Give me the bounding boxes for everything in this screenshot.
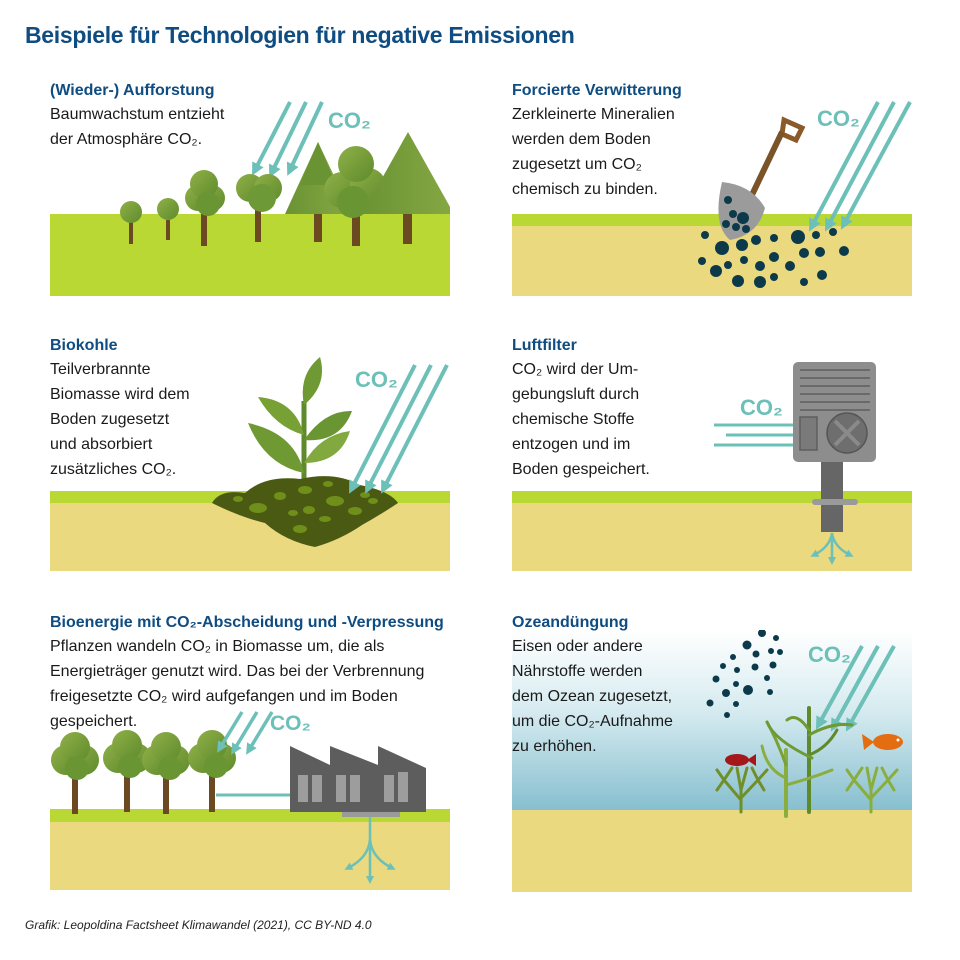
pine-tree-icon [362,132,450,244]
panel-luftfilter: Luftfilter CO₂ wird der Um- gebungsluft … [512,335,912,482]
panel-title: Forcierte Verwitterung [512,82,682,99]
sea-floor [512,810,912,892]
factory-icon [290,746,426,817]
tree-icon [324,146,386,246]
tree-icon [236,174,282,242]
panel-beccs: Bioenergie mit CO₂-Abscheidung und -Verp… [50,612,480,734]
plant-biochar-illustration: CO₂ [50,357,450,571]
panel-title: Luftfilter [512,337,577,354]
coral-icon [715,766,769,814]
co2-airflow-lines [714,423,797,447]
seaweed-icon [760,706,854,818]
tree-icon [51,732,99,814]
co2-label: CO₂ [270,712,311,735]
air-filter-machine-icon [793,362,876,532]
soil-layer [50,822,450,890]
panel-description: CO₂ wird der Um- gebungsluft durch chemi… [512,361,650,478]
panel-ozeanduengung: Ozeandüngung Eisen oder andere Nährstoff… [512,612,912,759]
co2-label: CO₂ [328,108,371,133]
air-filter-machine-illustration: CO₂ [512,362,912,571]
soil-layer [512,226,912,296]
tree-icon [188,730,236,812]
panel-title: Bioenergie mit CO₂-Abscheidung und -Verp… [50,614,444,631]
co2-label: CO₂ [740,395,783,420]
coral-icon [845,766,899,814]
ocean-fertilization-illustration: CO₂ [512,630,912,892]
panel-description: Eisen oder andere Nährstoffe werden dem … [512,638,673,755]
biochar-pile-icon [212,476,398,547]
co2-arrows-icon [252,101,324,178]
co2-arrows-icon [349,364,449,494]
co2-arrows-icon [217,711,274,755]
grass-strip [512,214,912,226]
trees-factory-illustration: CO₂ [50,711,450,890]
shovel-icon [718,116,806,240]
panel-title: (Wieder-) Aufforstung [50,82,215,99]
panel-description: Pflanzen wandeln CO₂ in Biomasse um, die… [50,638,425,730]
mineral-dots [698,196,849,288]
co2-label: CO₂ [808,642,851,667]
grass-strip [512,491,912,503]
tree-icon [142,732,190,814]
panel-biokohle: Biokohle Teilverbrannte Biomasse wird de… [50,335,450,482]
co2-label: CO₂ [355,367,398,392]
co2-arrows-icon [815,645,896,732]
panel-aufforstung: (Wieder-) Aufforstung Baumwachstum entzi… [50,80,450,152]
fish-orange-icon [862,734,903,750]
ocean-water [512,630,912,810]
tree-icon [157,198,179,240]
nutrient-dots [706,630,783,718]
panel-verwitterung: Forcierte Verwitterung Zerkleinerte Mine… [512,80,912,202]
co2-storage-arrows-icon [344,817,396,885]
tree-icon [120,201,142,244]
panel-description: Teilverbrannte Biomasse wird dem Boden z… [50,361,190,478]
plant-icon [248,357,352,505]
co2-label: CO₂ [817,106,860,131]
co2-arrows-icon [808,101,912,232]
panel-title: Ozeandüngung [512,614,629,631]
shovel-minerals-illustration: CO₂ [512,101,912,296]
panel-title: Biokohle [50,337,118,354]
page-title: Beispiele für Technologien für negative … [25,22,575,48]
soil-layer [512,503,912,571]
image-credit: Grafik: Leopoldina Factsheet Klimawandel… [25,918,372,932]
panel-description: Baumwachstum entzieht der Atmosphäre CO₂… [50,106,225,148]
forest-illustration: CO₂ [50,101,450,296]
co2-storage-arrows-icon [810,532,854,566]
panel-description: Zerkleinerte Mineralien werden dem Boden… [512,106,675,198]
fish-red-icon [725,754,756,766]
tree-icon [103,730,151,812]
tree-icon [185,170,225,246]
grass-ground [50,214,450,296]
